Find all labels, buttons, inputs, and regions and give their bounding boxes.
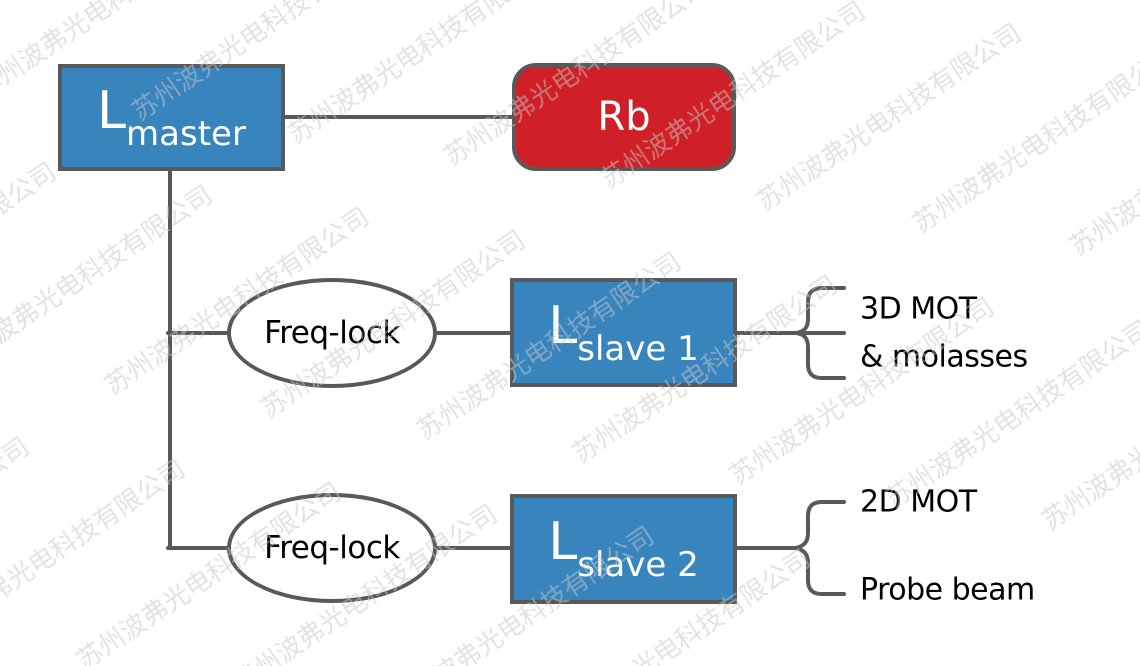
slave1-laser-box: Lslave 1 [510, 278, 737, 387]
output-label-2d-mot: 2D MOT [860, 484, 977, 520]
output-label-molasses: & molasses [860, 339, 1028, 375]
output-label-probe-beam: Probe beam [860, 572, 1035, 608]
output-label-3d-mot: 3D MOT [860, 291, 977, 327]
freq-lock-ellipse-1: Freq-lock [227, 278, 437, 388]
rb-label: Rb [597, 94, 651, 140]
slave2-laser-label: Lslave 2 [548, 512, 699, 585]
slave1-laser-label: Lslave 1 [548, 295, 699, 369]
output-brace-slave1 [795, 286, 846, 380]
freq-lock-2-label: Freq-lock [264, 530, 400, 566]
freq-lock-1-label: Freq-lock [264, 315, 400, 351]
master-laser-label: Lmaster [97, 80, 246, 154]
output-brace-slave2 [795, 500, 846, 596]
master-laser-box: Lmaster [58, 64, 285, 171]
slave2-laser-box: Lslave 2 [510, 494, 737, 604]
freq-lock-ellipse-2: Freq-lock [227, 493, 437, 603]
rb-reference-box: Rb [512, 63, 736, 171]
